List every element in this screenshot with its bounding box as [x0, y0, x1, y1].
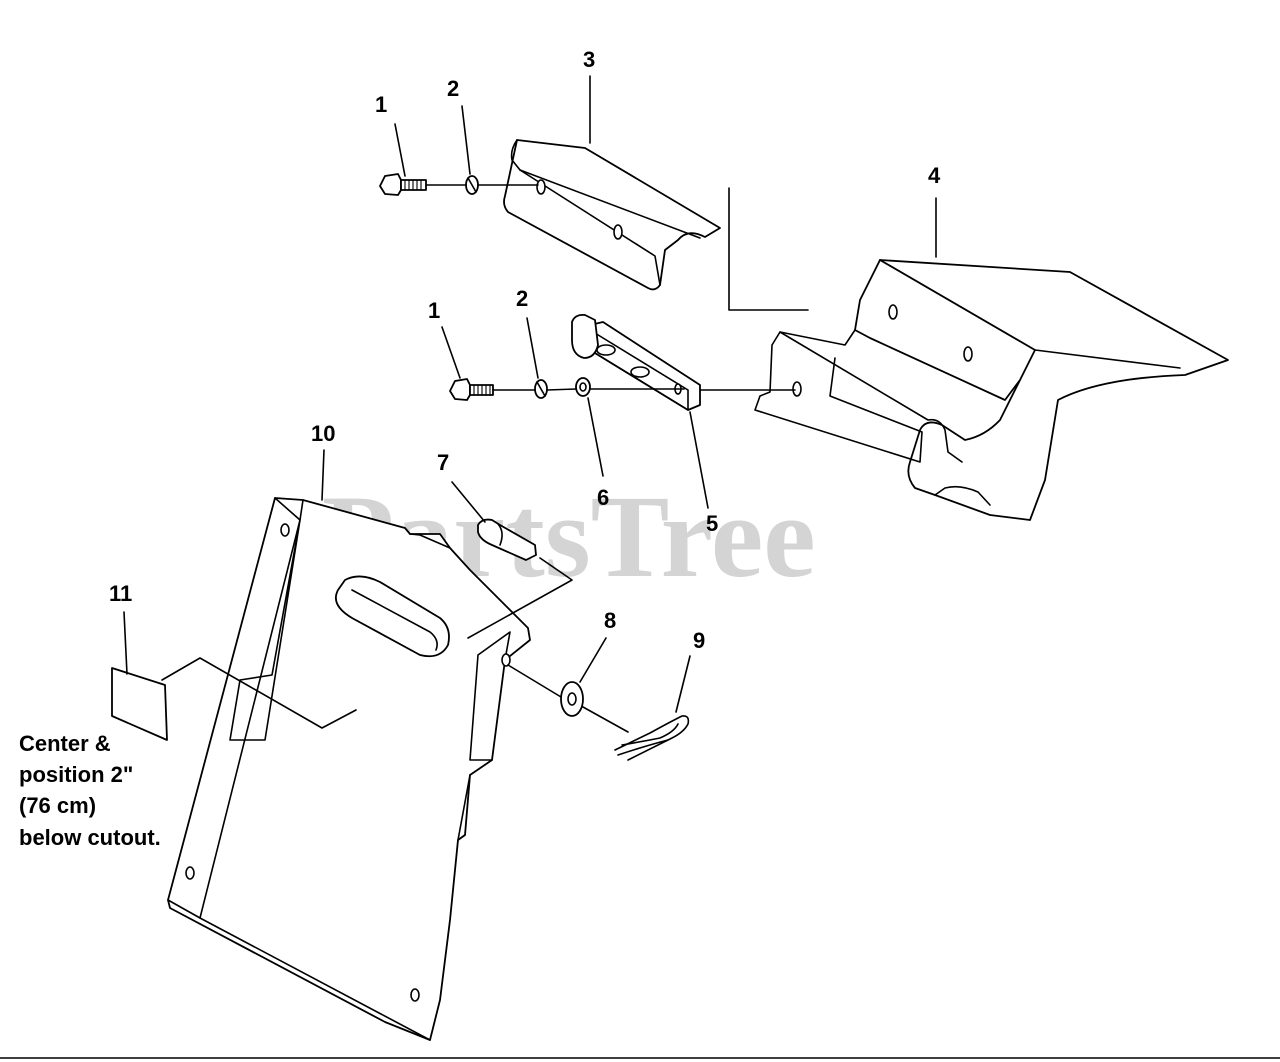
note-line-4: below cutout.: [19, 825, 161, 850]
callout-7: 7: [437, 450, 449, 475]
lock-washer-part-2-top: [465, 175, 479, 195]
assembly-line: [492, 388, 796, 391]
note-line-1: Center &: [19, 731, 111, 756]
note-line-3: (76 cm): [19, 793, 96, 818]
flat-washer-part-6: [575, 377, 591, 397]
leader-line: [689, 411, 709, 509]
assembly-line: [728, 187, 809, 311]
leader-line: [451, 481, 486, 523]
hole: [613, 224, 623, 240]
leader-line: [526, 317, 539, 379]
bolt-part-1-middle: [449, 378, 494, 401]
leader-line: [461, 105, 471, 175]
assembly-line: [507, 664, 629, 733]
leader-line: [675, 655, 691, 713]
callout-8: 8: [604, 608, 616, 633]
slot: [630, 366, 650, 378]
leader-line: [579, 637, 607, 683]
bracket-part-3: [503, 139, 721, 291]
hole: [185, 866, 195, 880]
clevis-pin-part-7: [477, 518, 537, 561]
bolt-part-1-top: [379, 173, 427, 196]
callout-1: 1: [375, 92, 387, 117]
callout-2: 2: [516, 286, 528, 311]
hole: [963, 346, 973, 362]
hairpin-cotter-part-9: [614, 715, 690, 761]
plate-part-10: [167, 497, 531, 1041]
hole: [410, 988, 420, 1002]
note-line-2: position 2": [19, 762, 133, 787]
hole: [888, 304, 898, 320]
hole: [280, 523, 290, 537]
callout-9: 9: [693, 628, 705, 653]
hole: [536, 179, 546, 195]
callout-5: 5: [706, 511, 718, 536]
slot: [596, 344, 616, 356]
washer-part-8: [560, 681, 584, 717]
leader-line: [123, 611, 128, 675]
assembly-line: [467, 557, 573, 639]
assembly-line: [161, 657, 357, 729]
callout-2: 2: [447, 76, 459, 101]
hole: [501, 653, 511, 667]
installation-note: Center & position 2" (76 cm) below cutou…: [19, 731, 161, 850]
decal-part-11: [111, 667, 168, 741]
callout-11: 11: [109, 581, 132, 606]
leader-line: [394, 123, 406, 177]
leader-line: [441, 326, 461, 379]
leader-line: [321, 449, 325, 501]
callout-6: 6: [597, 485, 609, 510]
callout-3: 3: [583, 47, 595, 72]
pin-bar-part-5: [571, 313, 701, 411]
callout-4: 4: [928, 163, 941, 188]
chute-part-4: [754, 259, 1229, 521]
hole: [792, 381, 802, 397]
leader-line: [587, 397, 604, 477]
lock-washer-part-2-middle: [534, 379, 548, 399]
callout-10: 10: [311, 421, 335, 446]
callout-1: 1: [428, 298, 440, 323]
